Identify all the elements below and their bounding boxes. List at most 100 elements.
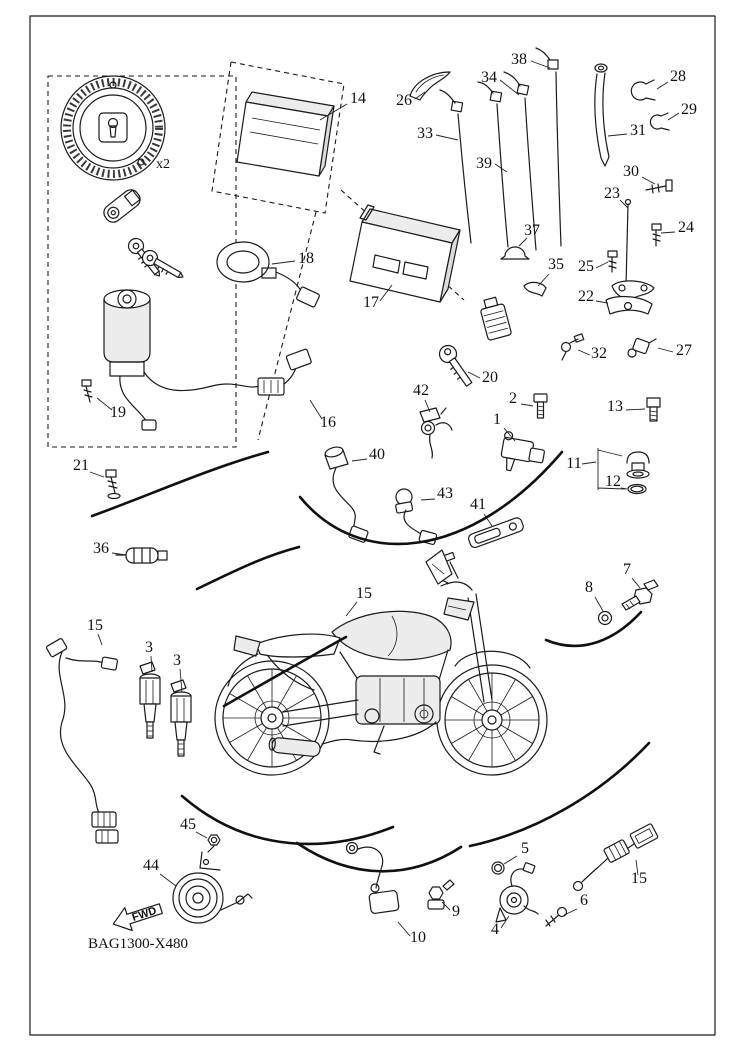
wheel-spoke bbox=[451, 696, 484, 716]
callout-23: 23 bbox=[604, 185, 620, 202]
callout-line-27 bbox=[657, 347, 674, 353]
callout-line-30 bbox=[641, 176, 656, 185]
callout-6: 6 bbox=[580, 892, 588, 909]
callout-12: 12 bbox=[605, 473, 621, 490]
callout-27: 27 bbox=[676, 342, 692, 359]
callout-7: 7 bbox=[623, 561, 631, 578]
part-14-ecu-cover bbox=[236, 91, 335, 177]
wheel-spoke bbox=[500, 696, 533, 716]
callout-line-24 bbox=[660, 231, 676, 234]
callout-5: 5 bbox=[521, 840, 529, 857]
callout-line-9 bbox=[441, 901, 451, 911]
part-31-band bbox=[594, 63, 610, 167]
callout-line-33 bbox=[435, 134, 459, 141]
callout-21: 21 bbox=[73, 457, 89, 474]
part-6-screw bbox=[545, 906, 568, 927]
callout-line-3 bbox=[150, 655, 153, 673]
part-20-key-blank bbox=[438, 344, 473, 387]
part-12-oring bbox=[627, 483, 647, 495]
callout-36: 36 bbox=[93, 540, 109, 557]
callout-37: 37 bbox=[524, 222, 540, 239]
callout-line-43 bbox=[420, 498, 436, 501]
part-15-lead-wire-right bbox=[572, 823, 659, 892]
callout-43: 43 bbox=[437, 485, 453, 502]
callout-line-41 bbox=[483, 513, 493, 527]
page-border bbox=[29, 15, 716, 1036]
part-32-clamp bbox=[560, 333, 585, 361]
motorcycle-illustration bbox=[214, 549, 548, 776]
callout-line-22 bbox=[595, 300, 609, 304]
callout-line-44 bbox=[159, 873, 177, 887]
callout-line-17 bbox=[379, 284, 393, 302]
callout-line-4 bbox=[500, 915, 510, 929]
part-5-oring bbox=[491, 861, 505, 875]
callout-34: 34 bbox=[481, 69, 497, 86]
callout-10: 10 bbox=[410, 929, 426, 946]
callout-line-29 bbox=[667, 112, 680, 121]
callout-28: 28 bbox=[670, 68, 686, 85]
callout-2: 2 bbox=[509, 390, 517, 407]
part-main-switch-assembly bbox=[103, 289, 312, 431]
callout-line-23 bbox=[619, 199, 629, 209]
callout-line-14 bbox=[319, 103, 348, 121]
callout-line-15 bbox=[345, 601, 358, 617]
callout-4: 4 bbox=[491, 921, 499, 938]
callout-line-42 bbox=[424, 399, 431, 413]
callout-line-45 bbox=[195, 831, 208, 839]
callout-40: 40 bbox=[369, 446, 385, 463]
part-27-sensor bbox=[627, 337, 657, 358]
callout-line-15 bbox=[97, 633, 103, 646]
callout-line-18 bbox=[271, 260, 296, 265]
callout-line-32 bbox=[577, 349, 591, 356]
part-immobilizer-antenna bbox=[216, 241, 320, 308]
callout-16: 16 bbox=[320, 414, 336, 431]
callout-8: 8 bbox=[585, 579, 593, 596]
wheel-spoke bbox=[468, 728, 488, 761]
callout-line-39 bbox=[494, 163, 508, 173]
callout-33: 33 bbox=[417, 125, 433, 142]
part-45-nut bbox=[199, 834, 221, 871]
callout-line-8 bbox=[594, 596, 604, 612]
callout-22: 22 bbox=[578, 288, 594, 305]
part-29-clip bbox=[649, 112, 670, 131]
callout-25: 25 bbox=[578, 258, 594, 275]
wheel-spoke bbox=[451, 724, 484, 744]
part-11-grommet bbox=[626, 451, 650, 479]
callout-15: 15 bbox=[356, 585, 372, 602]
callout-42: 42 bbox=[413, 382, 429, 399]
part-28-clip bbox=[630, 79, 656, 101]
callout-line-28 bbox=[656, 81, 669, 90]
part-35-relay bbox=[480, 281, 547, 341]
callout-line-34 bbox=[499, 79, 520, 96]
callout-18: 18 bbox=[298, 250, 314, 267]
callout-line-15 bbox=[635, 859, 639, 876]
callout-32: 32 bbox=[591, 345, 607, 362]
callout-45: 45 bbox=[180, 816, 196, 833]
callout-line-3 bbox=[179, 668, 183, 693]
part-30-screw bbox=[645, 179, 673, 194]
part-1-sensor bbox=[500, 431, 545, 472]
callout-30: 30 bbox=[623, 163, 639, 180]
callout-line-6 bbox=[563, 908, 578, 916]
part-9-switch bbox=[427, 879, 455, 910]
callout-31: 31 bbox=[630, 122, 646, 139]
wheel-spoke bbox=[496, 728, 516, 761]
diagram-code: BAG1300-X480 bbox=[88, 936, 188, 952]
callout-line-40 bbox=[351, 458, 368, 462]
callout-line-37 bbox=[518, 237, 528, 247]
wheel-spoke bbox=[468, 679, 488, 712]
part-fuel-cap bbox=[60, 75, 166, 181]
part-cable-ties bbox=[439, 47, 562, 251]
callout-bracket-11 bbox=[597, 448, 626, 490]
callout-14: 14 bbox=[350, 90, 366, 107]
wheel-spoke bbox=[500, 724, 533, 744]
part-3-ignition-coil-a bbox=[139, 661, 161, 739]
callout-11: 11 bbox=[566, 455, 581, 472]
part-2-screw bbox=[533, 393, 548, 419]
callout-line-21 bbox=[89, 471, 105, 478]
callout-3: 3 bbox=[145, 639, 153, 656]
callout-line-26 bbox=[414, 91, 426, 100]
callout-1: 1 bbox=[493, 411, 501, 428]
